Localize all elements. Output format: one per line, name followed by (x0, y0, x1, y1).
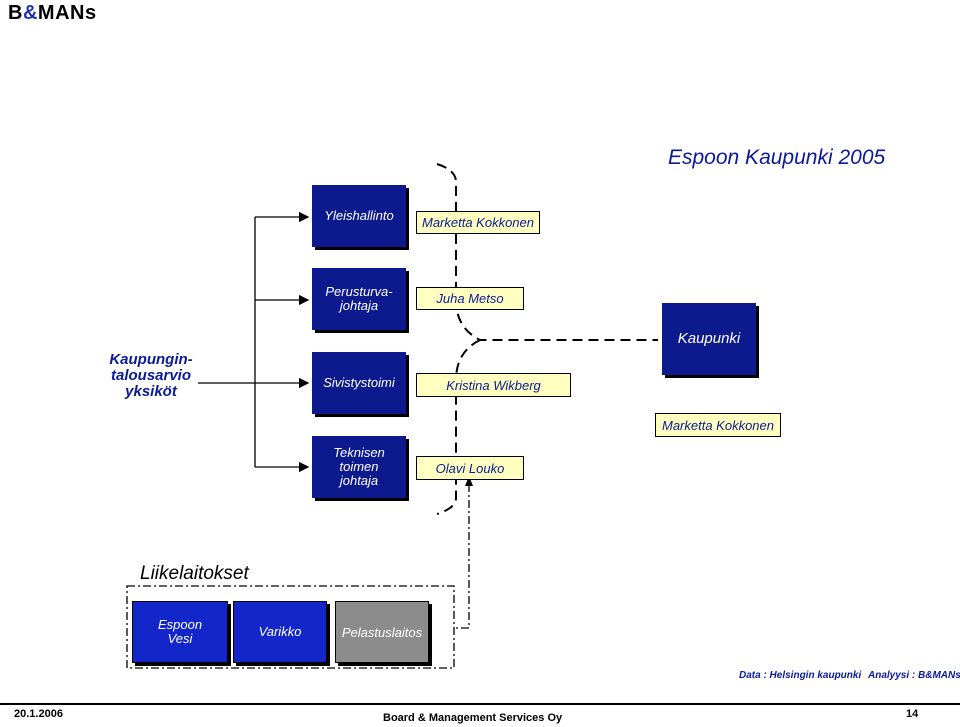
left-unit-line1: Kaupungin- (109, 351, 193, 368)
org-box-sivistystoimi: Sivistystoimi (312, 352, 406, 414)
source-analysis: Analyysi : B&MANs (868, 670, 960, 681)
org-box-perusturva: Perusturva-johtaja (312, 268, 406, 330)
person-box-perusturva: Juha Metso (416, 287, 524, 310)
city-box: Kaupunki (662, 303, 756, 375)
person-box-sivistystoimi: Kristina Wikberg (416, 373, 571, 397)
org-box-yleishallinto: Yleishallinto (312, 185, 406, 247)
company-logo: B&MANs (8, 2, 97, 24)
footer-rule (0, 703, 960, 705)
source-data: Data : Helsingin kaupunki (739, 670, 862, 681)
person-box-yleishallinto: Marketta Kokkonen (416, 211, 540, 234)
page-title: Espoon Kaupunki 2005 (668, 146, 886, 169)
left-unit-label: Kaupungin- talousarvio yksiköt (96, 352, 206, 400)
footer-company: Board & Management Services Oy (383, 712, 563, 724)
enterprise-pelastuslaitos: Pelastuslaitos (335, 601, 429, 663)
page-number: 14 (906, 708, 919, 720)
left-unit-line3: yksiköt (125, 383, 177, 400)
left-unit-line2: talousarvio (110, 367, 192, 384)
enterprise-varikko: Varikko (233, 601, 327, 663)
enterprises-heading: Liikelaitokset (140, 563, 249, 584)
person-box-teknisen: Olavi Louko (416, 456, 524, 480)
footer-date: 20.1.2006 (14, 708, 63, 720)
city-person-box: Marketta Kokkonen (655, 413, 781, 437)
